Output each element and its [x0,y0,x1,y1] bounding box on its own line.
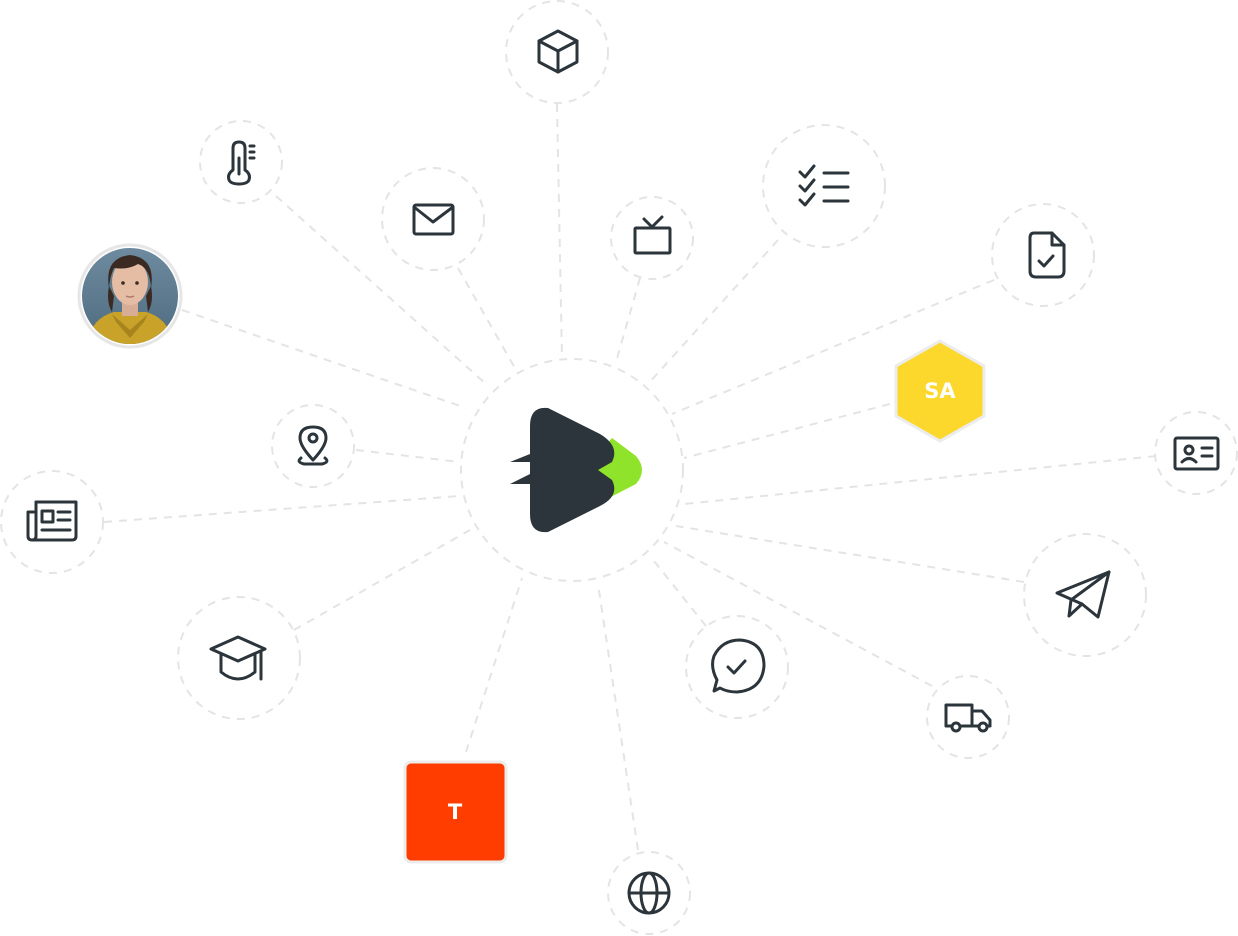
node-graduation-ring [177,596,301,720]
connector-graduation [293,529,471,631]
connectors [103,103,1157,851]
connector-tv [615,277,641,363]
node-id-card [1154,411,1238,495]
node-mail [381,167,485,271]
thermometer-icon [227,140,256,186]
badge-sa-hexagon [894,339,986,443]
connector-file-check [671,279,995,415]
chat-check-icon [711,638,766,694]
connector-chat-check [649,555,707,627]
node-tv [610,196,694,280]
node-id-card-ring [1154,411,1238,495]
node-thermometer [199,120,283,204]
connector-globe [597,583,639,851]
paper-plane-icon [1055,570,1111,619]
connector-send [675,525,1025,583]
connector-avatar [181,309,467,409]
badge-sa-label: SA [924,379,956,403]
tv-icon [633,215,672,255]
connector-t [465,577,523,753]
badge-t-label: T [448,800,463,824]
connector-location [355,449,461,463]
connector-checklist [647,239,779,385]
connector-truck [663,541,933,687]
badge-sa: SA [894,339,986,443]
globe-icon [627,871,671,915]
node-file-check-ring [991,203,1095,307]
node-avatar [77,243,183,349]
truck-icon [944,703,992,733]
node-send-ring [1023,533,1147,657]
connector-newspaper [103,495,461,523]
node-box [505,0,609,104]
newspaper-icon [26,500,78,542]
node-send [1023,533,1147,657]
node-globe [607,851,691,935]
node-location-ring [271,404,355,488]
node-checklist [762,124,886,248]
badge-t-square [403,760,508,864]
node-chat-check-ring [685,615,789,719]
node-graduation [177,596,301,720]
connector-sa [683,403,891,459]
node-thermometer-ring [199,120,283,204]
file-check-icon [1028,231,1066,279]
node-mail-ring [381,167,485,271]
node-tv-ring [610,196,694,280]
box-icon [537,29,579,74]
connector-mail [457,267,517,371]
node-location [271,404,355,488]
map-pin-icon [297,425,329,466]
envelope-icon [412,203,455,236]
node-file-check [991,203,1095,307]
checklist-icon [798,164,850,207]
node-truck [926,675,1010,759]
logo-dark-play [510,407,615,533]
arrow-play-logo [510,407,642,533]
node-newspaper [0,470,104,574]
connector-box [556,103,563,359]
connector-id-card [683,455,1157,505]
graduation-cap-icon [209,635,267,681]
id-card-icon [1173,436,1220,471]
connector-thermometer [275,195,487,385]
node-chat-check [685,615,789,719]
badge-t: T [403,760,508,864]
node-truck-ring [926,675,1010,759]
hub-node [460,358,684,582]
